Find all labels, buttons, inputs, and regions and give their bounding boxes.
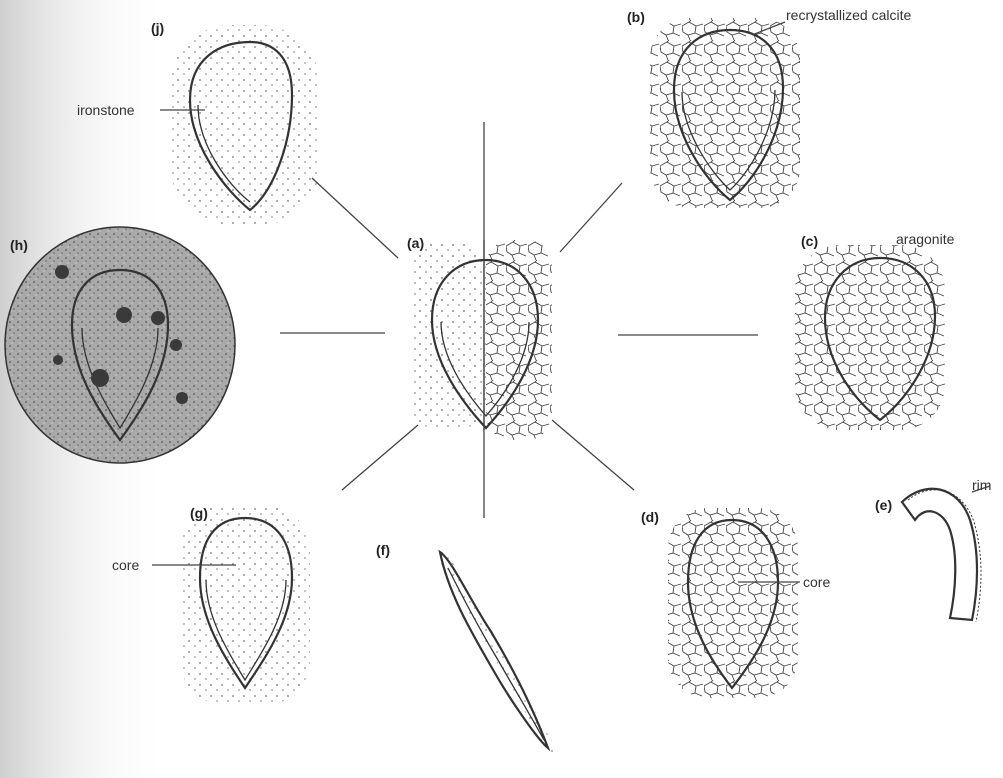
dark-patch — [116, 307, 132, 323]
label-b: (b) — [627, 9, 645, 25]
aragonite-crystals — [795, 245, 945, 430]
panel-f — [432, 548, 558, 760]
rim-edge — [908, 490, 981, 622]
dark-patch — [55, 265, 69, 279]
label-g: (g) — [190, 505, 208, 521]
annotation-core-g: core — [112, 557, 139, 573]
annotation-aragonite: aragonite — [896, 231, 955, 247]
label-a: (a) — [407, 235, 424, 251]
annotation-core-d: core — [803, 574, 830, 590]
label-e: (e) — [875, 497, 892, 513]
label-h: (h) — [10, 237, 28, 253]
label-j: (j) — [151, 20, 164, 36]
crystals-right — [486, 240, 552, 440]
shell-section — [902, 489, 977, 620]
calcite-crystals — [650, 18, 800, 208]
label-f: (f) — [376, 542, 390, 558]
dark-patch — [176, 392, 188, 404]
label-d: (d) — [641, 509, 659, 525]
dark-patch — [91, 369, 109, 387]
dark-patch — [170, 339, 182, 351]
panel-e — [902, 486, 990, 622]
panel-h — [5, 227, 235, 463]
panel-c — [795, 245, 945, 430]
label-c: (c) — [801, 233, 818, 249]
panel-d — [668, 508, 800, 698]
connector-j — [312, 178, 398, 258]
crystals-surround — [668, 508, 798, 698]
panel-g — [152, 505, 310, 705]
connector-b — [560, 183, 622, 252]
panel-b — [650, 18, 800, 208]
panel-j — [160, 25, 320, 225]
annotation-ironstone: ironstone — [77, 102, 135, 118]
panel-a — [410, 240, 552, 440]
annotation-rim: rim — [972, 477, 991, 493]
dark-patch — [151, 311, 165, 325]
connector-d — [552, 420, 634, 490]
connector-g — [342, 425, 418, 490]
sediment-dots — [180, 505, 310, 705]
annotation-recrystallized-calcite: recrystallized calcite — [786, 7, 911, 23]
dark-patch — [53, 355, 63, 365]
